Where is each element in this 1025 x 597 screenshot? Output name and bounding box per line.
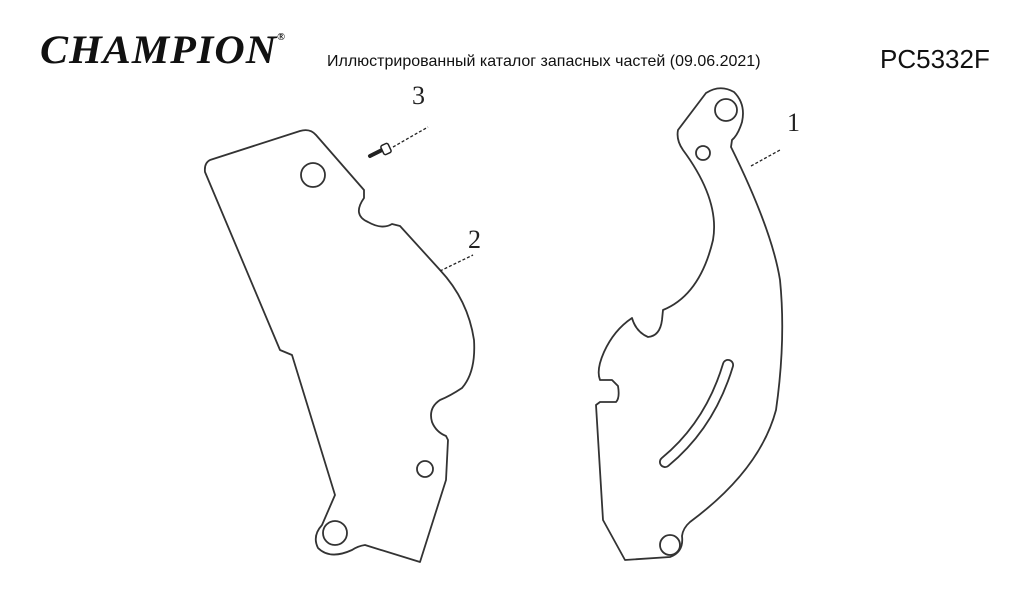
part-1-hole-top	[714, 98, 738, 122]
part-2-hole-mid	[416, 460, 434, 478]
logo-text: CHAMPION	[40, 27, 278, 72]
part-2-hole-bottom	[322, 520, 348, 546]
leader-3	[392, 126, 429, 148]
part-2-hole-top	[300, 162, 326, 188]
model-number: PC5332F	[880, 44, 990, 74]
part-1-hole-upper	[695, 145, 711, 161]
part-1-hole-bottom	[659, 534, 681, 556]
callout-3: 3	[412, 81, 425, 110]
catalog-title: Иллюстрированный каталог запасных частей…	[327, 53, 761, 70]
part-3-screw	[368, 142, 392, 158]
callout-2: 2	[468, 225, 481, 254]
callout-1: 1	[787, 108, 800, 137]
brand-logo: CHAMPION®	[40, 26, 286, 73]
part-2-plate	[203, 129, 476, 563]
leader-1	[750, 149, 781, 167]
leader-2	[439, 254, 474, 272]
part-1-slot	[659, 359, 734, 468]
part-1-bracket	[595, 87, 784, 561]
logo-registered-mark: ®	[277, 32, 287, 43]
